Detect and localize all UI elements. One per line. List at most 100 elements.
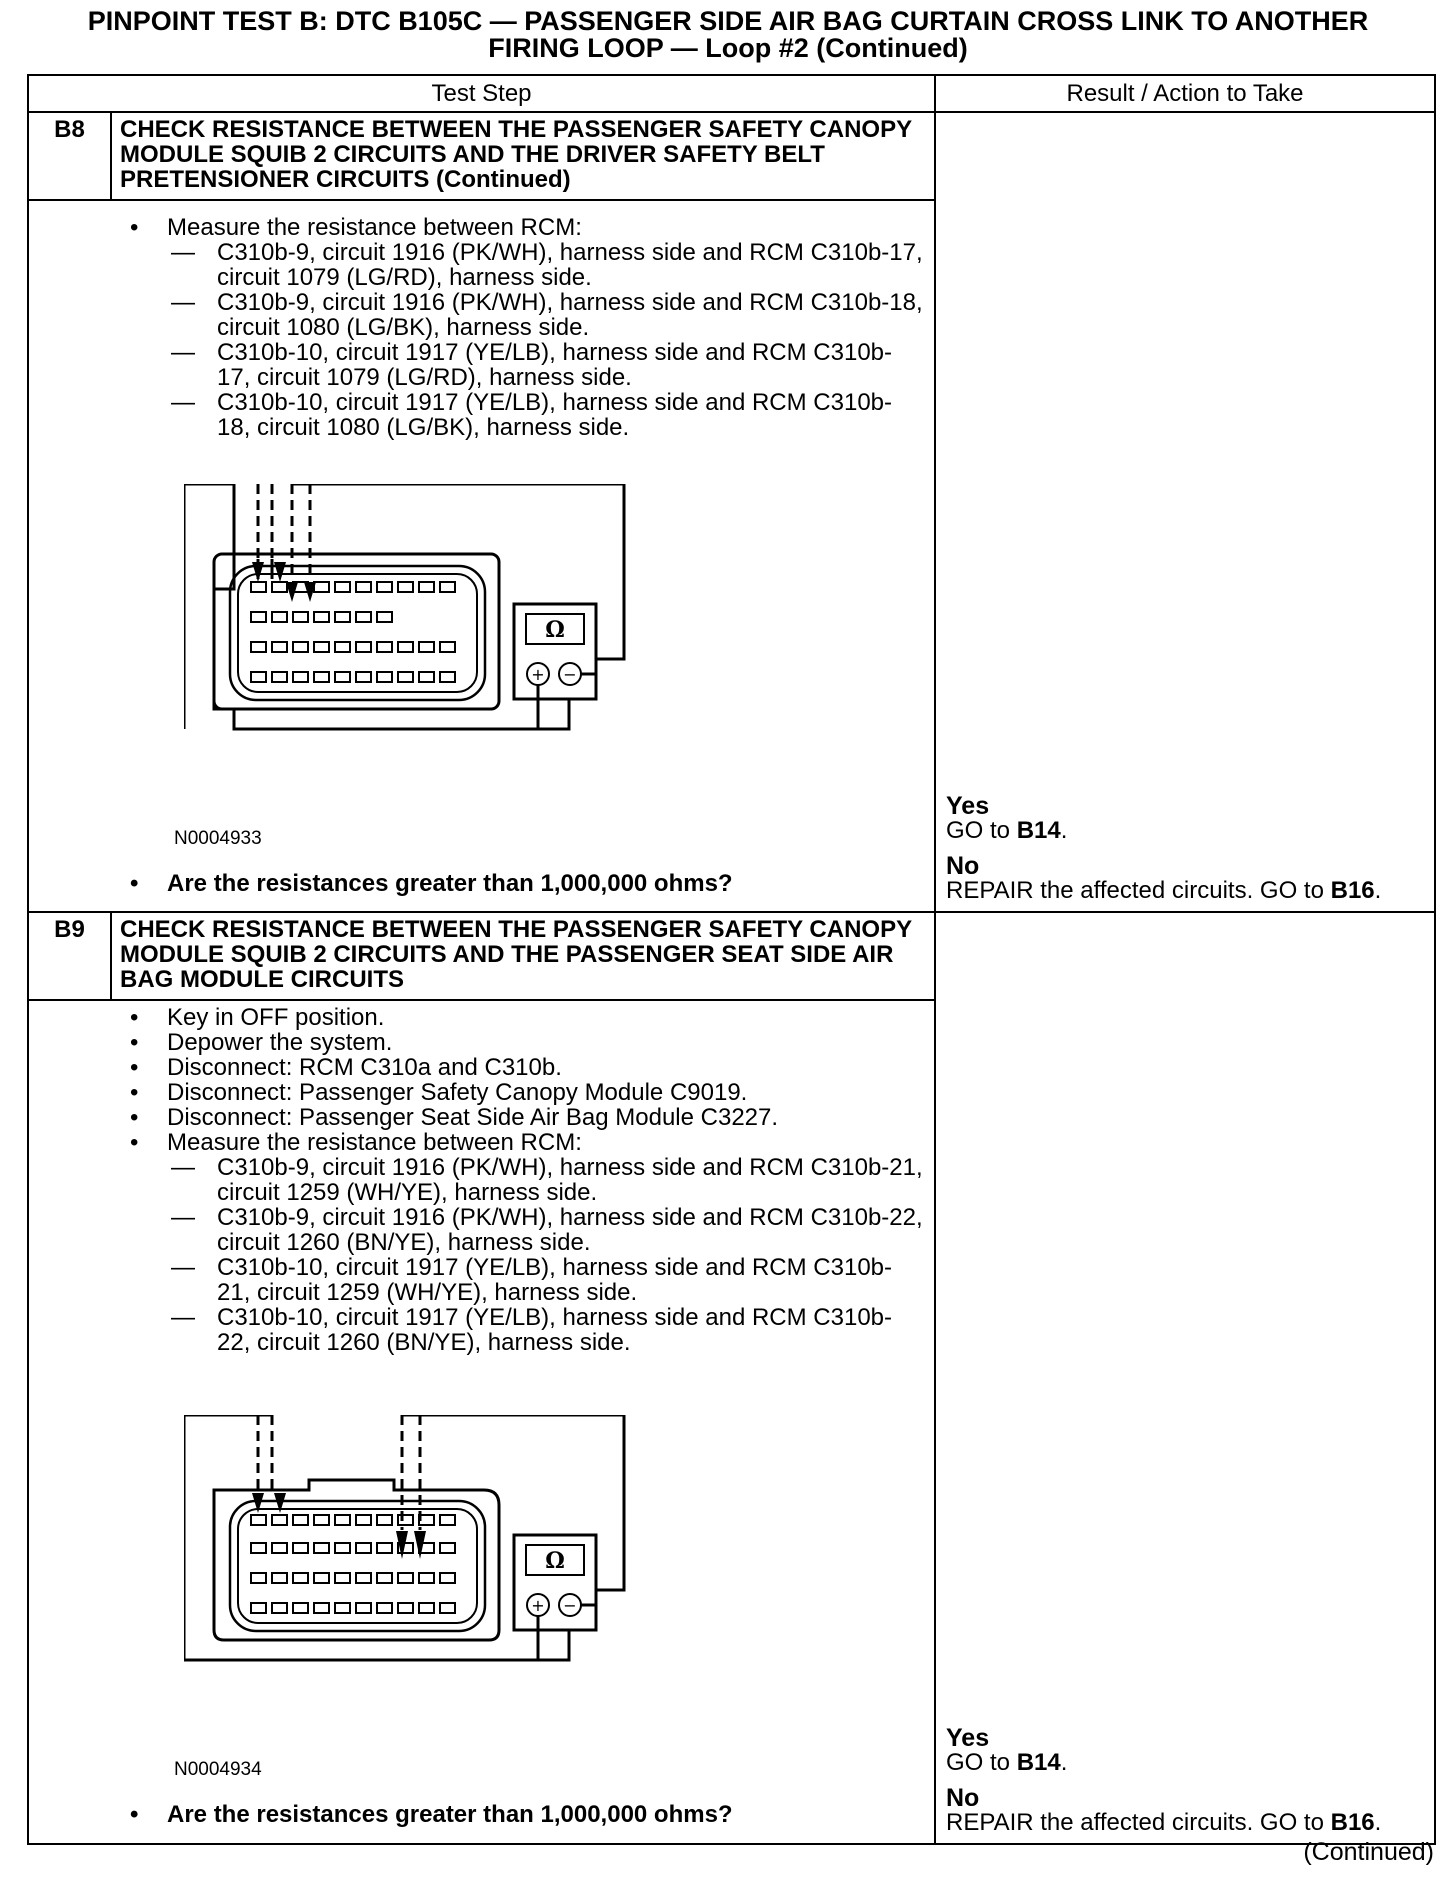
meter-minus-icon: −	[563, 665, 576, 684]
bullet-text: Disconnect: RCM C310a and C310b.	[167, 1054, 562, 1081]
step-title: CHECK RESISTANCE BETWEEN THE PASSENGER S…	[110, 911, 936, 1001]
dash-icon: —	[171, 1154, 195, 1181]
yes-label: Yes	[946, 1724, 990, 1752]
bullet-icon: •	[130, 1004, 139, 1031]
page-title: PINPOINT TEST B: DTC B105C — PASSENGER S…	[20, 8, 1436, 62]
dash-icon: —	[171, 1204, 195, 1231]
bullet-icon: •	[130, 1054, 139, 1081]
no-action-text: REPAIR the affected circuits. GO to	[946, 1809, 1331, 1836]
bullet-icon: •	[130, 1129, 139, 1156]
page-title-line-1: PINPOINT TEST B: DTC B105C — PASSENGER S…	[87, 6, 1369, 36]
no-label: No	[946, 852, 980, 880]
bullet-list: • Measure the resistance between RCM: — C…	[39, 215, 924, 440]
list-item: • Are the resistances greater than 1,000…	[39, 871, 924, 896]
step-id: B8	[27, 111, 112, 201]
no-label: No	[946, 1784, 980, 1812]
question-list: • Are the resistances greater than 1,000…	[39, 1802, 924, 1827]
list-item: • Disconnect: Passenger Safety Canopy Mod…	[39, 1080, 924, 1105]
sub-item-text: C310b-10, circuit 1917 (YE/LB), harness …	[217, 389, 892, 441]
sub-item-text: C310b-9, circuit 1916 (PK/WH), harness s…	[217, 1154, 923, 1206]
no-action-text: REPAIR the affected circuits. GO to	[946, 877, 1331, 904]
no-target-link[interactable]: B16	[1330, 877, 1375, 904]
bullet-icon: •	[130, 1079, 139, 1106]
bullet-icon: •	[130, 1029, 139, 1056]
list-item: — C310b-9, circuit 1916 (PK/WH), harness …	[167, 240, 924, 290]
meter-plus-icon: +	[531, 1596, 544, 1615]
list-item: • Disconnect: RCM C310a and C310b.	[39, 1055, 924, 1080]
dash-icon: —	[171, 389, 195, 416]
column-header-result: Result / Action to Take	[934, 74, 1436, 113]
sub-list: — C310b-9, circuit 1916 (PK/WH), harness …	[167, 240, 924, 440]
bullet-icon: •	[130, 870, 139, 897]
yes-action-suffix: .	[1060, 1749, 1068, 1776]
list-item: • Measure the resistance between RCM: — C…	[39, 215, 924, 440]
question-text: Are the resistances greater than 1,000,0…	[167, 870, 733, 897]
bullet-text: Measure the resistance between RCM:	[167, 1129, 582, 1156]
meter-minus-icon: −	[563, 1596, 576, 1615]
list-item: • Key in OFF position.	[39, 1005, 924, 1030]
step-row-b8-body: • Measure the resistance between RCM: — C…	[27, 199, 1435, 913]
question-text: Are the resistances greater than 1,000,0…	[167, 1801, 733, 1828]
bullet-text: Depower the system.	[167, 1029, 393, 1056]
no-action-suffix: .	[1374, 877, 1382, 904]
result-cell: Yes GO to B14. No REPAIR the affected ci…	[934, 111, 1436, 913]
bullet-text: Disconnect: Passenger Safety Canopy Modu…	[167, 1079, 748, 1106]
dash-icon: —	[171, 339, 195, 366]
sub-item-text: C310b-10, circuit 1917 (YE/LB), harness …	[217, 1304, 892, 1356]
step-row-b9-header: B9 CHECK RESISTANCE BETWEEN THE PASSENGE…	[27, 911, 1436, 1845]
dash-icon: —	[171, 1254, 195, 1281]
sub-item-text: C310b-10, circuit 1917 (YE/LB), harness …	[217, 1254, 892, 1306]
connector-diagram-svg: Ω + −	[184, 1415, 626, 1662]
ohm-icon: Ω	[545, 1548, 565, 1574]
list-item: — C310b-10, circuit 1917 (YE/LB), harness…	[167, 390, 924, 440]
connector-diagram: Ω + −	[184, 484, 744, 814]
column-header-test-step: Test Step	[27, 74, 936, 113]
list-item: — C310b-9, circuit 1916 (PK/WH), harness …	[167, 290, 924, 340]
ohm-icon: Ω	[545, 617, 565, 643]
list-item: • Are the resistances greater than 1,000…	[39, 1802, 924, 1827]
bullet-text: Measure the resistance between RCM:	[167, 214, 582, 241]
sub-item-text: C310b-9, circuit 1916 (PK/WH), harness s…	[217, 1204, 923, 1256]
pinpoint-test-table: Test Step Result / Action to Take B8 CHE…	[27, 74, 1436, 1845]
dash-icon: —	[171, 239, 195, 266]
bullet-text: Key in OFF position.	[167, 1004, 385, 1031]
yes-target-link[interactable]: B14	[1016, 1749, 1061, 1776]
list-item: • Disconnect: Passenger Seat Side Air Bag…	[39, 1105, 924, 1130]
list-item: — C310b-10, circuit 1917 (YE/LB), harness…	[167, 1255, 924, 1305]
list-item: • Depower the system.	[39, 1030, 924, 1055]
step-id: B9	[27, 911, 112, 1001]
page-title-line-2: FIRING LOOP — Loop #2 (Continued)	[488, 33, 968, 63]
yes-action-text: GO to	[946, 817, 1017, 844]
connector-diagram-svg: Ω + −	[184, 484, 626, 731]
step-body: • Key in OFF position. • Depower the syste…	[27, 999, 936, 1845]
sub-item-text: C310b-10, circuit 1917 (YE/LB), harness …	[217, 339, 892, 391]
bullet-list: • Key in OFF position. • Depower the syste…	[39, 1005, 924, 1355]
bullet-icon: •	[130, 214, 139, 241]
yes-action-text: GO to	[946, 1749, 1017, 1776]
figure-id: N0004934	[174, 1759, 262, 1780]
step-title: CHECK RESISTANCE BETWEEN THE PASSENGER S…	[110, 111, 936, 201]
figure-id: N0004933	[174, 828, 262, 849]
result-cell: Yes GO to B14. No REPAIR the affected ci…	[934, 911, 1436, 1845]
list-item: — C310b-10, circuit 1917 (YE/LB), harness…	[167, 1305, 924, 1355]
meter-plus-icon: +	[531, 665, 544, 684]
step-row-b9-body: • Key in OFF position. • Depower the syste…	[27, 999, 1435, 1845]
sub-item-text: C310b-9, circuit 1916 (PK/WH), harness s…	[217, 239, 923, 291]
list-item: • Measure the resistance between RCM: — C…	[39, 1130, 924, 1355]
question-list: • Are the resistances greater than 1,000…	[39, 871, 924, 896]
sub-item-text: C310b-9, circuit 1916 (PK/WH), harness s…	[217, 289, 923, 341]
no-target-link[interactable]: B16	[1330, 1809, 1375, 1836]
yes-action: GO to B14.	[946, 819, 1426, 843]
list-item: — C310b-9, circuit 1916 (PK/WH), harness …	[167, 1155, 924, 1205]
connector-diagram: Ω + −	[184, 1415, 744, 1745]
bullet-icon: •	[130, 1104, 139, 1131]
yes-action: GO to B14.	[946, 1751, 1426, 1775]
dash-icon: —	[171, 1304, 195, 1331]
sub-list: — C310b-9, circuit 1916 (PK/WH), harness …	[167, 1155, 924, 1355]
yes-target-link[interactable]: B14	[1016, 817, 1061, 844]
bullet-text: Disconnect: Passenger Seat Side Air Bag …	[167, 1104, 779, 1131]
dash-icon: —	[171, 289, 195, 316]
no-action-suffix: .	[1374, 1809, 1382, 1836]
no-action: REPAIR the affected circuits. GO to B16.	[946, 879, 1426, 903]
list-item: — C310b-9, circuit 1916 (PK/WH), harness …	[167, 1205, 924, 1255]
